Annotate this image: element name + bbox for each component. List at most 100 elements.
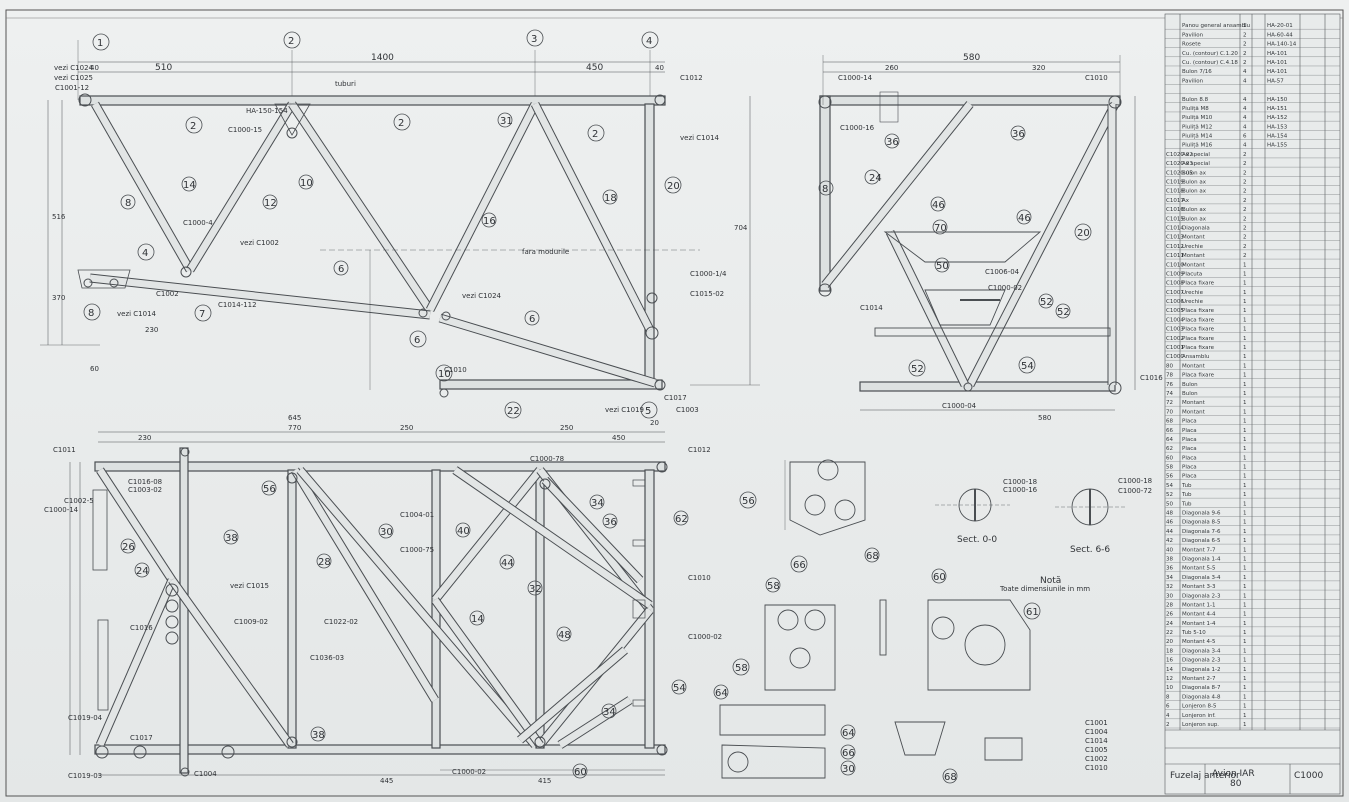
parts-row-item: 62 <box>1166 446 1173 452</box>
parts-row-item: 60 <box>1166 455 1173 461</box>
parts-row-name: Piuliță M10 <box>1182 115 1213 121</box>
parts-row-name: Bulon ax <box>1182 180 1207 186</box>
parts-row-name: Tub 5-10 <box>1181 630 1206 636</box>
svg-text:6: 6 <box>414 335 420 346</box>
parts-row-qty: 1 <box>1243 648 1247 654</box>
parts-row-qty: 1 <box>1243 658 1247 664</box>
parts-row-name: Bulon 8.8 <box>1182 97 1209 103</box>
callout-bubbles-view3 <box>120 480 689 779</box>
svg-text:16: 16 <box>483 216 496 227</box>
svg-text:C1019-03: C1019-03 <box>68 772 102 780</box>
parts-row-qty: 4 <box>1243 97 1247 103</box>
parts-row-item: C1013 <box>1166 235 1184 241</box>
svg-text:C1000-04: C1000-04 <box>942 402 977 410</box>
parts-row-name: Placa <box>1182 465 1197 471</box>
parts-row-name: Piuliță M14 <box>1182 134 1213 140</box>
parts-row-qty: 1 <box>1243 612 1247 618</box>
svg-text:Avion IAR: Avion IAR <box>1212 769 1255 779</box>
parts-row-qty: 2 <box>1243 235 1247 241</box>
parts-row-qty: 4 <box>1243 106 1247 112</box>
parts-row-item: 30 <box>1166 593 1173 599</box>
parts-row-qty: 1 <box>1243 474 1247 480</box>
svg-text:vezi C1015: vezi C1015 <box>230 582 269 590</box>
svg-text:5: 5 <box>645 406 651 417</box>
parts-row-qty: 1 <box>1243 437 1247 443</box>
parts-row-item: C1016 <box>1166 207 1184 213</box>
svg-text:516: 516 <box>52 213 66 221</box>
svg-text:C1002-5: C1002-5 <box>64 497 94 505</box>
parts-row-qty: 1 <box>1243 621 1247 627</box>
svg-text:C1010: C1010 <box>444 366 467 374</box>
parts-row-item: 52 <box>1166 492 1173 498</box>
svg-text:C1003-02: C1003-02 <box>128 486 162 494</box>
svg-text:vezi C1024: vezi C1024 <box>54 64 94 72</box>
svg-text:8: 8 <box>88 308 94 319</box>
parts-row-item: 20 <box>1166 639 1173 645</box>
parts-row-qty: 1 <box>1243 713 1247 719</box>
svg-text:24: 24 <box>869 173 882 184</box>
detail-bubbles <box>713 491 1041 784</box>
parts-row-item: 22 <box>1166 630 1173 636</box>
svg-text:580: 580 <box>963 53 980 63</box>
parts-row-name: Placa <box>1182 455 1197 461</box>
svg-text:2: 2 <box>190 121 196 132</box>
svg-text:C1000-15: C1000-15 <box>228 126 262 134</box>
dimension-labels-view1: 1400 510 450 40 40 vezi C1024 vezi C1025… <box>52 53 748 427</box>
parts-row-code: HA-140-14 <box>1267 42 1297 48</box>
svg-text:C1000: C1000 <box>1294 771 1323 781</box>
parts-row-qty: 1 <box>1243 400 1247 406</box>
parts-row-qty: 2 <box>1243 42 1247 48</box>
svg-text:34: 34 <box>603 707 616 718</box>
parts-row-code: HA-154 <box>1267 134 1288 140</box>
parts-row-qty: 2 <box>1243 198 1247 204</box>
svg-text:60: 60 <box>90 365 99 373</box>
parts-row-qty: 1 <box>1243 584 1247 590</box>
parts-row-code: HA-60-44 <box>1267 32 1293 38</box>
parts-row-item: C1004 <box>1166 317 1184 323</box>
parts-row-name: Diagonala 4-8 <box>1182 694 1221 700</box>
parts-row-item: C1010 <box>1166 262 1184 268</box>
parts-row-qty: 2 <box>1243 189 1247 195</box>
parts-row-qty: 1 <box>1243 639 1247 645</box>
parts-row-name: Placa fixare <box>1182 308 1215 314</box>
parts-row-item: 42 <box>1166 538 1173 544</box>
svg-text:C1017: C1017 <box>664 394 687 402</box>
parts-row-name: Montant <box>1182 409 1206 415</box>
svg-text:C1000-18: C1000-18 <box>1003 478 1037 486</box>
svg-text:C1001-12: C1001-12 <box>55 84 89 92</box>
parts-row-item: C1020-02 <box>1166 152 1193 158</box>
parts-row-qty: 2 <box>1243 51 1247 57</box>
svg-text:34: 34 <box>591 498 604 509</box>
parts-row-item: C1018 <box>1166 189 1184 195</box>
dimension-labels-view2: 580 260 320 580 C1000-14 C1010 C1000-16 … <box>838 53 1163 422</box>
parts-row-qty: 1 <box>1243 271 1247 277</box>
svg-text:580: 580 <box>1038 414 1051 422</box>
parts-row-item: 36 <box>1166 566 1173 572</box>
svg-text:230: 230 <box>138 434 151 442</box>
svg-text:C1004-01: C1004-01 <box>400 511 434 519</box>
parts-row-name: Diagonala 1-4 <box>1182 556 1221 562</box>
parts-row-qty: 2 <box>1243 225 1247 231</box>
callout-bubbles-view2 <box>818 125 1092 377</box>
svg-text:C1012: C1012 <box>680 74 703 82</box>
parts-row-name: Pavilion <box>1182 32 1204 38</box>
parts-row-name: Ax special <box>1182 152 1210 158</box>
svg-text:2: 2 <box>288 36 294 47</box>
parts-row-item: 54 <box>1166 483 1173 489</box>
parts-row-qty: 1 <box>1243 363 1247 369</box>
parts-row-name: Bulon <box>1182 391 1198 397</box>
parts-row-item: C1005 <box>1166 308 1184 314</box>
svg-text:62: 62 <box>675 514 688 525</box>
parts-row-item: C1002 <box>1166 336 1184 342</box>
detail-labels: 56 66 68 58 58 60 61 64 64 66 30 68 Sect… <box>715 477 1152 783</box>
parts-row-qty: 1 <box>1243 373 1247 379</box>
parts-row-name: Tub <box>1181 501 1192 507</box>
parts-row-name: Pavilion <box>1182 78 1204 84</box>
view-top-right-section <box>818 55 1136 411</box>
parts-row-qty: 1 <box>1243 520 1247 526</box>
parts-row-qty: 1 <box>1243 630 1247 636</box>
parts-row-name: Piuliță M16 <box>1182 143 1213 149</box>
svg-text:4: 4 <box>646 36 652 47</box>
svg-text:C1000-1/4: C1000-1/4 <box>690 270 727 278</box>
